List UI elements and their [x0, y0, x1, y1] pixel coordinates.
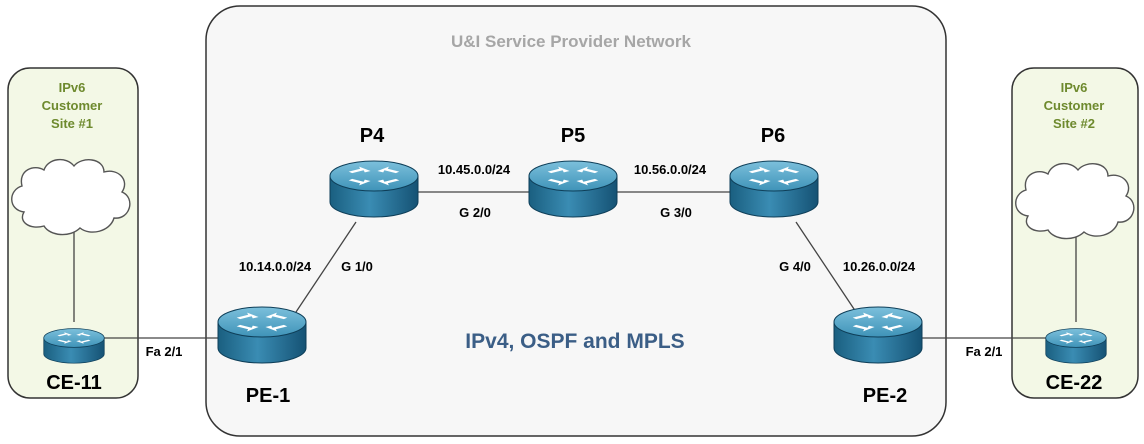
network-title: U&I Service Provider Network [451, 32, 692, 51]
router-ce11-icon[interactable] [43, 328, 105, 364]
site-2-label-line-1: IPv6 [1061, 80, 1088, 95]
site-1-label-line-2: Customer [42, 98, 103, 113]
router-p6-icon[interactable] [729, 160, 819, 218]
ce11-pe1-interface-label: Fa 2/1 [146, 344, 183, 359]
router-ce22-icon[interactable] [1045, 328, 1107, 364]
site-2-label-line-3: Site #2 [1053, 116, 1095, 131]
pe1-p4-interface-label: G 1/0 [341, 259, 373, 274]
router-ce22-label: CE-22 [1046, 372, 1103, 394]
router-p5-icon[interactable] [528, 160, 618, 218]
link-pe1-p4 [295, 221, 357, 313]
router-p6-label: P6 [761, 125, 785, 147]
site-1-label-line-3: Site #1 [51, 116, 93, 131]
provider-network-area [205, 5, 947, 437]
router-ce11-label: CE-11 [46, 372, 102, 394]
p4-p5-interface-label: G 2/0 [459, 205, 491, 220]
router-pe1-label: PE-1 [246, 385, 290, 407]
router-p5-label: P5 [561, 125, 585, 147]
router-p4-label: P4 [360, 125, 385, 147]
router-pe1-icon[interactable] [217, 306, 307, 364]
p6-pe2-interface-label: G 4/0 [779, 259, 811, 274]
cloud-icon-site-1 [11, 159, 131, 236]
p6-pe2-subnet-label: 10.26.0.0/24 [843, 259, 916, 274]
site-2-label-line-2: Customer [1044, 98, 1105, 113]
router-p4-icon[interactable] [329, 160, 419, 218]
p5-p6-interface-label: G 3/0 [660, 205, 692, 220]
router-pe2-label: PE-2 [863, 385, 907, 407]
link-p6-pe2 [795, 221, 857, 313]
cloud-icon-site-2 [1015, 163, 1135, 240]
pe2-ce22-interface-label: Fa 2/1 [966, 344, 1003, 359]
site-1-label-line-1: IPv6 [59, 80, 86, 95]
router-pe2-icon[interactable] [833, 306, 923, 364]
p4-p5-subnet-label: 10.45.0.0/24 [438, 162, 511, 177]
protocol-label: IPv4, OSPF and MPLS [465, 330, 684, 353]
pe1-p4-subnet-label: 10.14.0.0/24 [239, 259, 312, 274]
p5-p6-subnet-label: 10.56.0.0/24 [634, 162, 707, 177]
